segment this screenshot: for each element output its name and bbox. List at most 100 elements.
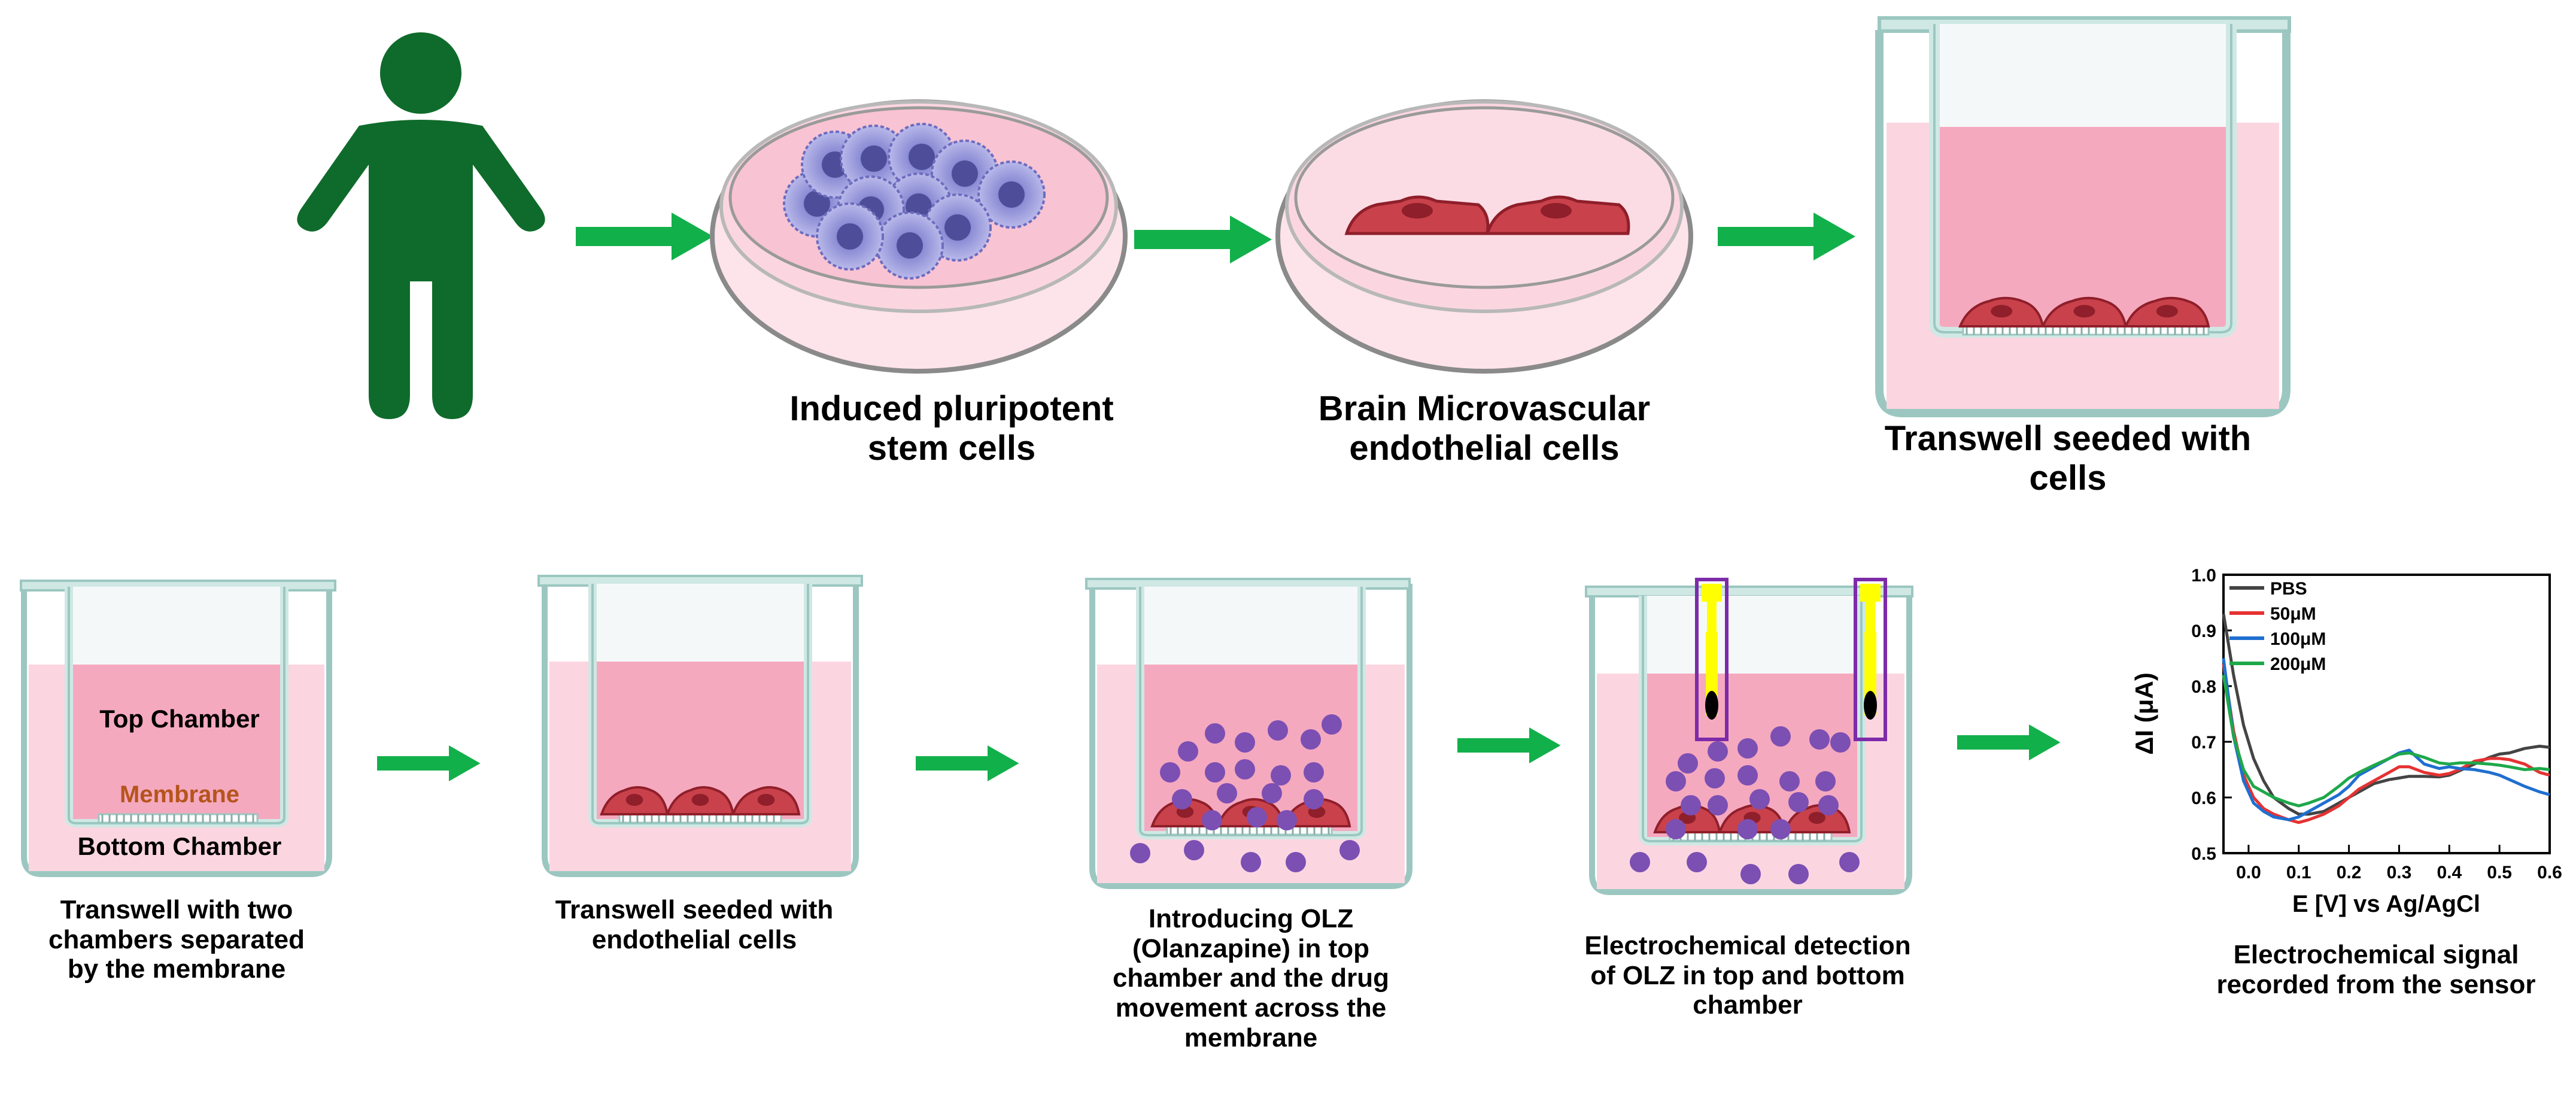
drug-molecule (1705, 768, 1725, 788)
endothelial-cell (666, 786, 735, 815)
x-tick-label: 0.0 (2236, 863, 2261, 882)
x-tick-label: 0.3 (2387, 863, 2412, 882)
label-transwell-two-chambers: Transwell with two chambers separated by… (48, 895, 305, 984)
label-ipsc: Induced pluripotent stem cells (789, 389, 1114, 468)
endothelial-cell (1150, 798, 1220, 827)
legend: PBS 50μM 100μM 200μM (2229, 579, 2326, 674)
drug-molecule (1286, 852, 1306, 872)
x-tick-label: 0.1 (2286, 863, 2311, 882)
drug-molecule (1130, 843, 1150, 863)
label-signal-recorded: Electrochemical signal recorded from the… (2216, 940, 2536, 999)
drug-molecule (1770, 819, 1791, 839)
transwell-olz (1085, 578, 1412, 889)
drug-molecule (1630, 852, 1650, 872)
drug-molecule (1737, 819, 1758, 839)
legend-label: PBS (2270, 579, 2307, 599)
drug-molecule (1815, 771, 1836, 791)
label-bmec: Brain Microvascular endothelial cells (1318, 389, 1651, 468)
drug-molecule (1788, 792, 1809, 812)
person-icon (297, 32, 545, 419)
drug-molecule (1304, 762, 1324, 782)
endothelial-cell (1485, 195, 1630, 235)
membrane (1166, 825, 1333, 836)
drug-molecule (1818, 795, 1839, 815)
legend-label: 200μM (2270, 654, 2326, 674)
drug-molecule (1740, 864, 1761, 884)
drug-molecule (1770, 726, 1791, 747)
bottom-chamber-label: Bottom Chamber (78, 832, 282, 860)
drug-molecule (1779, 771, 1800, 791)
arrow-7 (1957, 724, 2061, 760)
drug-molecule (1178, 741, 1198, 762)
drug-molecule (1708, 795, 1728, 815)
drug-molecule (1205, 762, 1225, 782)
arrow-3 (1718, 213, 1855, 260)
label-electrochemical-detection: Electrochemical detection of OLZ in top … (1584, 931, 1911, 1020)
drug-molecule (1172, 789, 1192, 809)
petri-dish-endothelial-cells (1275, 99, 1693, 374)
drug-molecule (1322, 714, 1342, 735)
y-tick-label: 0.8 (2191, 677, 2216, 697)
arrow-1 (576, 213, 713, 260)
drug-molecule (1339, 840, 1360, 860)
top-chamber-label: Top Chamber (99, 705, 260, 733)
drug-molecule (1301, 729, 1321, 750)
y-tick-label: 0.7 (2191, 733, 2216, 753)
transwell-large (1875, 16, 2291, 417)
legend-label: 100μM (2270, 629, 2326, 649)
drug-molecule (1205, 723, 1225, 744)
arrow-4 (377, 745, 481, 781)
stem-cell (816, 202, 884, 271)
drug-molecule (1681, 795, 1701, 815)
membrane (98, 813, 259, 824)
drug-molecule (1737, 738, 1758, 759)
drug-molecule (1268, 720, 1288, 741)
drug-molecule (1666, 819, 1686, 839)
label-transwell-endothelial: Transwell seeded with endothelial cells (555, 895, 834, 954)
y-tick-label: 0.6 (2191, 788, 2216, 808)
x-tick-label: 0.5 (2487, 863, 2512, 882)
series-line (2222, 663, 2550, 824)
drug-molecule (1184, 840, 1204, 860)
drug-molecule (1678, 753, 1698, 774)
drug-molecule (1809, 729, 1830, 750)
drug-molecule (1235, 759, 1255, 780)
drug-molecule (1271, 765, 1291, 785)
legend-label: 50μM (2270, 604, 2316, 624)
endothelial-cell (2124, 296, 2210, 327)
x-tick-label: 0.2 (2337, 863, 2362, 882)
stem-cell (876, 211, 944, 280)
drug-molecule (1262, 783, 1282, 803)
transwell-two-chambers (20, 580, 336, 877)
drug-molecule (1217, 783, 1237, 803)
y-axis-label: ΔI (μA) (2130, 672, 2158, 755)
transwell-detection (1585, 578, 1913, 895)
drug-molecule (1687, 852, 1707, 872)
membrane (618, 813, 782, 824)
drug-molecule (1737, 765, 1758, 785)
petri-dish-stem-cells (710, 99, 1128, 374)
membrane (1962, 325, 2210, 336)
label-transwell-seeded-cells: Transwell seeded with cells (1884, 419, 2252, 498)
y-tick-label: 1.0 (2191, 566, 2216, 586)
plot-frame (2222, 574, 2551, 854)
electrode-bottom (1854, 578, 1887, 741)
arrow-5 (916, 745, 1019, 781)
drug-molecule (1839, 852, 1860, 872)
membrane-label: Membrane (120, 781, 239, 808)
drug-molecule (1247, 807, 1267, 827)
drug-molecule (1304, 789, 1324, 809)
drug-molecule (1160, 762, 1180, 782)
drug-molecule (1666, 771, 1686, 791)
electrode-top (1695, 578, 1729, 741)
drug-molecule (1235, 732, 1255, 753)
endothelial-cell (2041, 296, 2128, 327)
drug-molecule (1830, 732, 1851, 753)
series-line (2222, 613, 2550, 816)
endothelial-cell (600, 786, 669, 815)
endothelial-cell (1958, 296, 2045, 327)
drug-molecule (1241, 852, 1261, 872)
endothelial-cell (731, 786, 801, 815)
